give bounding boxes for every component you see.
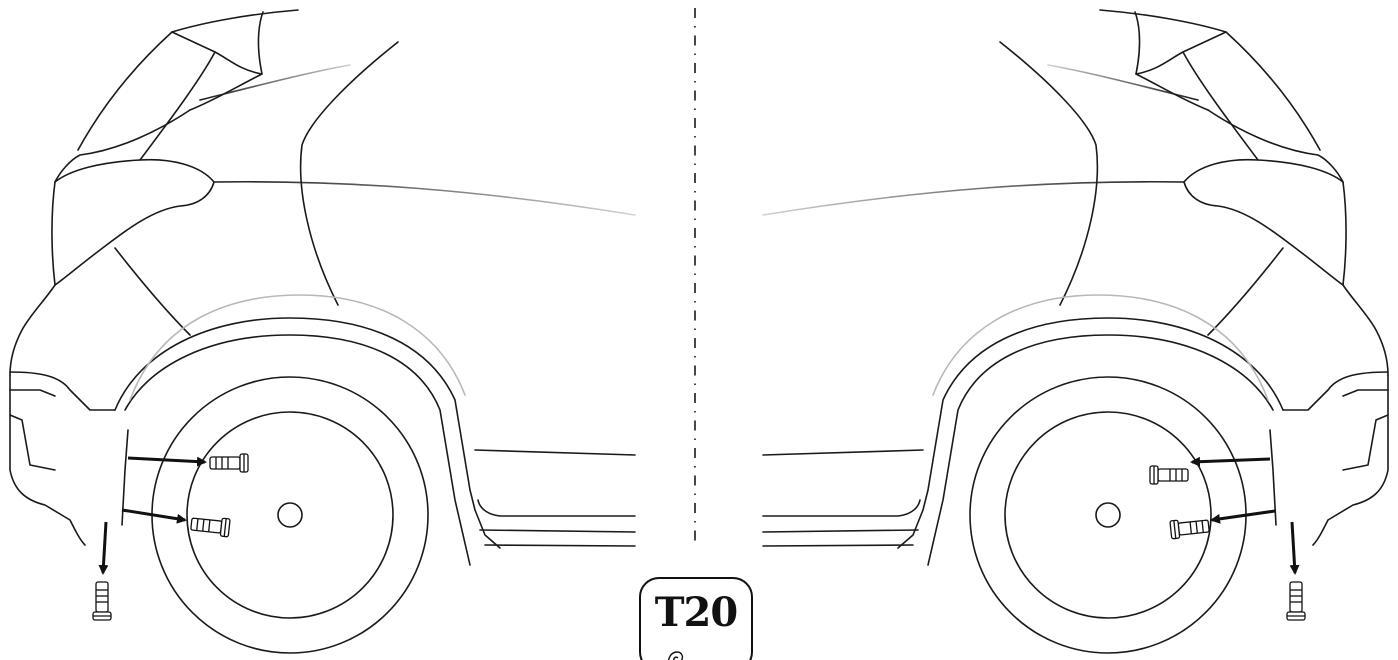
arrow-icon [1190, 456, 1271, 467]
arrow-icon [127, 456, 207, 467]
screw-icon [209, 453, 249, 473]
arrow-icon [1289, 521, 1300, 575]
arrow-icon [1210, 509, 1276, 524]
left-fasteners [92, 453, 249, 621]
arrow-icon [121, 508, 187, 524]
arrow-icon [98, 521, 109, 575]
screw-icon [1286, 581, 1306, 621]
tool-label: T20 [654, 589, 738, 636]
tool-badge: T20 [639, 577, 753, 660]
screw-icon [1149, 465, 1189, 485]
right-fasteners [1149, 456, 1306, 621]
screw-icon [1169, 516, 1211, 540]
screw-icon [92, 581, 112, 621]
torx-bit-icon [667, 651, 684, 660]
screw-icon [189, 514, 231, 538]
